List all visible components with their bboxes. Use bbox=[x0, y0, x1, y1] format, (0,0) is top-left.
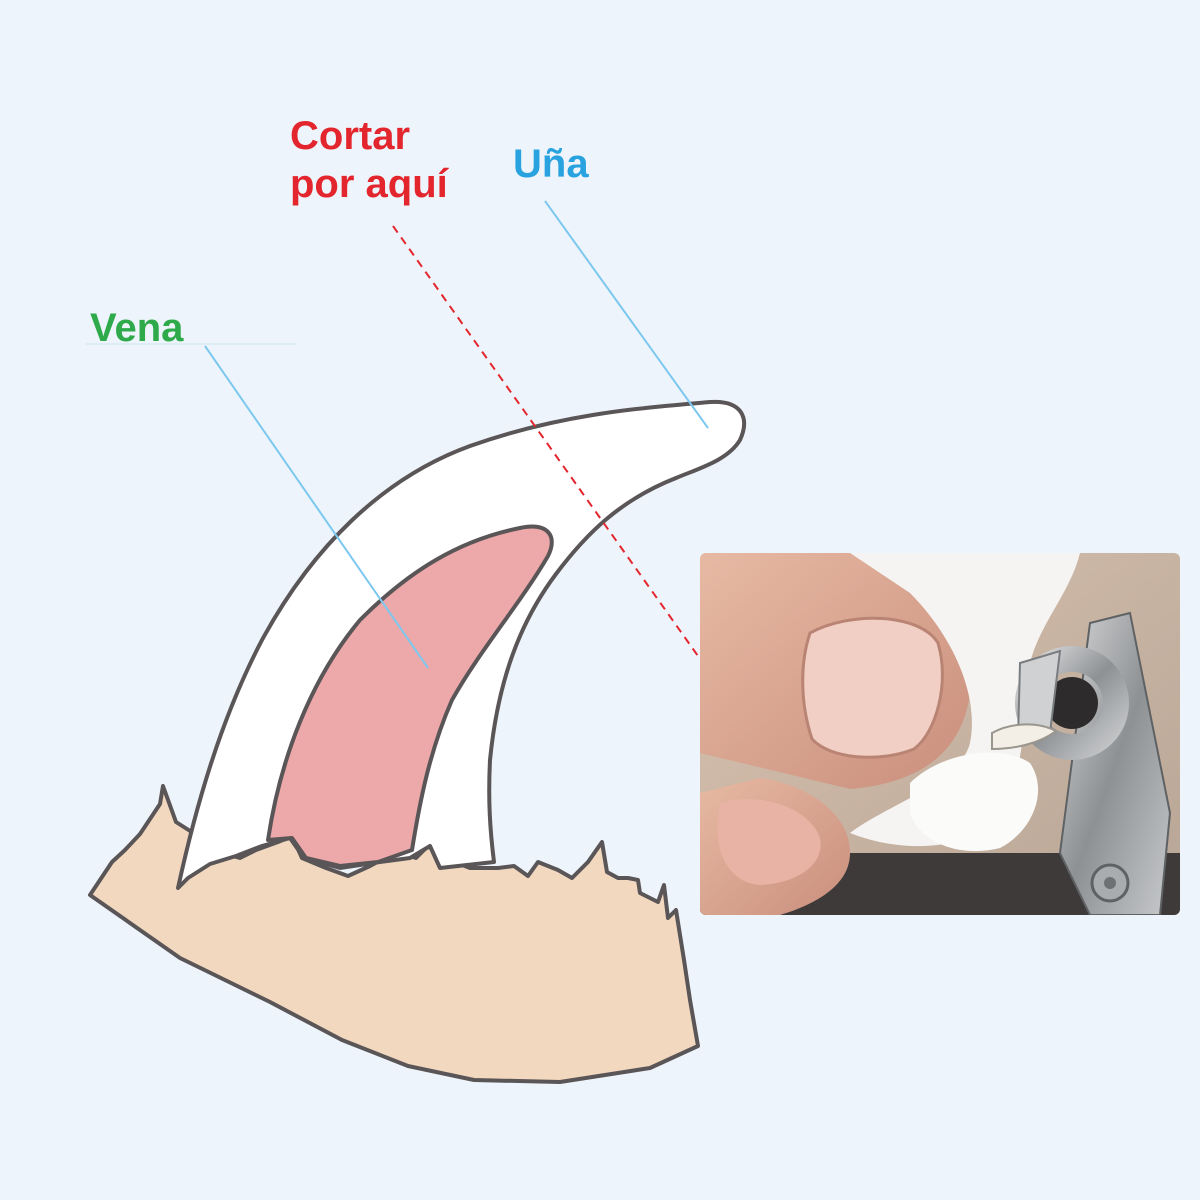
cut-line bbox=[392, 225, 699, 657]
vein-label: Vena bbox=[90, 306, 184, 350]
cut-here-line-1: Cortar bbox=[290, 114, 411, 158]
cut-here-label: Cortar por aquí bbox=[290, 112, 448, 208]
nail-clipping-photo bbox=[700, 553, 1180, 915]
nail-leader-line bbox=[544, 200, 709, 429]
vein-leader-line bbox=[204, 345, 429, 669]
claw-vein bbox=[266, 524, 554, 868]
nail-clipping-photo-illustration bbox=[700, 553, 1180, 915]
cut-here-line-2: por aquí bbox=[290, 162, 448, 206]
nail-label: Uña bbox=[513, 142, 589, 186]
